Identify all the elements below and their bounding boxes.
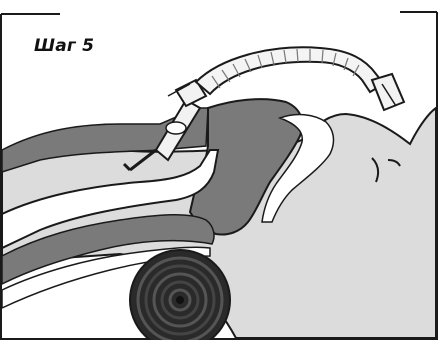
rolled-towel-icon [130, 250, 230, 340]
step-title: Шаг 5 [34, 36, 94, 56]
breathing-circuit-icon [196, 47, 404, 110]
